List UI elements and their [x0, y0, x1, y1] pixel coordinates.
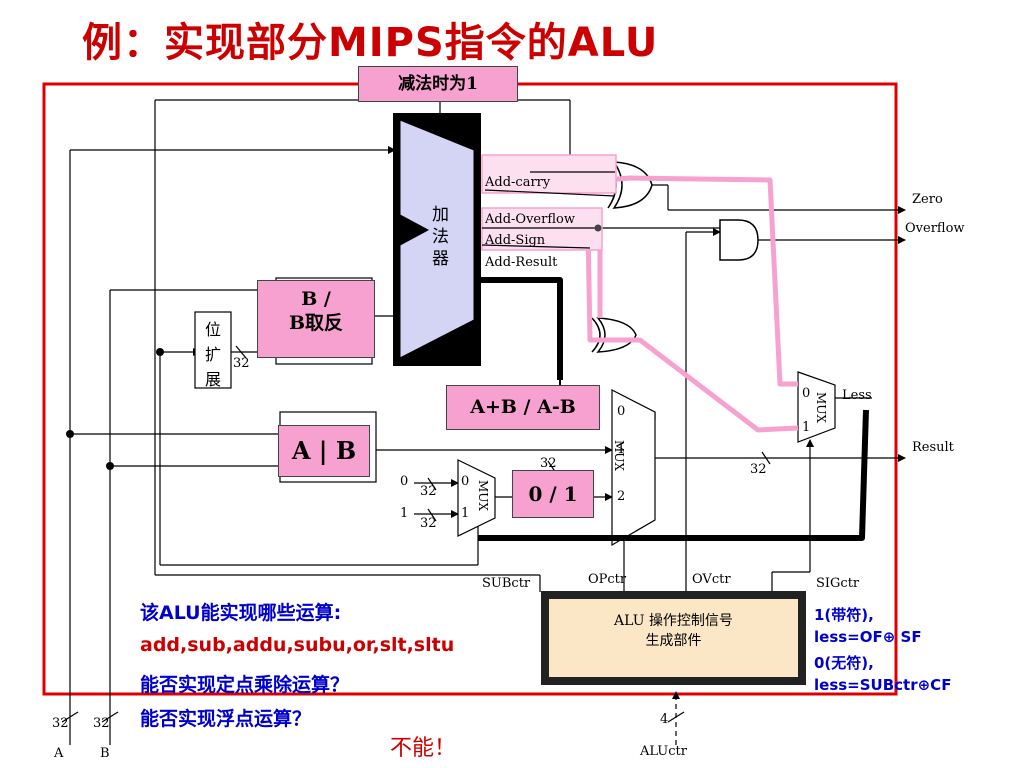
extender-label-1: 位 [205, 320, 222, 339]
b-invert-line2: B取反 [288, 312, 344, 334]
bus-width-b: 32 [93, 716, 110, 731]
result-output-label: Result [912, 440, 954, 455]
add-sign-label: Add-Sign [485, 233, 546, 248]
main-mux-in2: 2 [617, 489, 626, 504]
subctr-label: SUBctr [482, 576, 531, 591]
adder-label-2: 法 [432, 227, 449, 247]
bus-width-a: 32 [52, 716, 69, 731]
input-b-label: B [100, 746, 110, 761]
adder-label-1: 加 [432, 205, 449, 225]
junction-dots [66, 348, 164, 470]
less-mux-in0: 0 [802, 386, 811, 401]
add-overflow-label: Add-Overflow [485, 212, 575, 227]
bus-width-mux2: 32 [540, 456, 557, 471]
bus-width-const1: 32 [420, 516, 437, 531]
ovctr-label: OVctr [692, 572, 731, 587]
opctr-label: OPctr [588, 572, 627, 587]
extender-label-3: 展 [205, 370, 222, 389]
small-mux-in0: 0 [461, 474, 470, 489]
const-one: 1 [400, 506, 409, 521]
adder-output-highlights [481, 154, 617, 251]
question-ops-list: add,sub,addu,subu,or,slt,sltu [140, 634, 455, 656]
main-mux-in1: 1 [617, 442, 626, 457]
sum-diff-callout: A+B / A-B [446, 385, 600, 430]
less-note-line2: less=OF⊕ SF [814, 628, 922, 646]
input-a-label: A [54, 746, 64, 761]
adder-block [393, 113, 481, 366]
b-invert-callout: B / B取反 [257, 280, 375, 358]
question-ops-heading: 该ALU能实现哪些运算: [140, 602, 342, 624]
or-callout: A | B [278, 425, 370, 477]
sigctr-label: SIGctr [816, 576, 860, 591]
overflow-junction [594, 224, 602, 232]
main-mux-in0: 0 [617, 404, 626, 419]
zero-one-callout: 0 / 1 [512, 470, 594, 518]
question-float: 能否实现浮点运算？ [140, 708, 312, 730]
subtract-carry-callout: 减法时为1 [358, 66, 518, 102]
xor-gate-lower [591, 317, 637, 353]
less-mux-label: MUX [814, 392, 828, 423]
add-carry-label: Add-carry [485, 175, 551, 190]
less-note-line4: less=SUBctr⊕CF [814, 676, 952, 694]
control-unit-line2: 生成部件 [645, 633, 702, 649]
add-result-label: Add-Result [485, 255, 558, 270]
bus-width-const0: 32 [420, 484, 437, 499]
bus-width-ext: 32 [233, 356, 250, 371]
zero-output-label: Zero [912, 192, 943, 207]
thick-paths [478, 277, 869, 541]
overflow-output-label: Overflow [905, 221, 965, 236]
control-unit-line1: ALU 操作控制信号 [614, 613, 733, 629]
extender-label-2: 扩 [205, 345, 222, 364]
main-mux-label: MUX [612, 440, 626, 471]
less-note-line1: 1(带符), [814, 606, 874, 624]
b-invert-line1: B / [301, 288, 331, 310]
main-mux-shape [611, 389, 656, 547]
small-mux-in1: 1 [461, 506, 470, 521]
less-mux-in1: 1 [802, 420, 811, 435]
adder-label-3: 器 [432, 249, 449, 269]
question-muldiv: 能否实现定点乘除运算？ [140, 674, 350, 696]
less-mux-shape [797, 371, 836, 443]
ctrl-width: 4 [660, 712, 669, 727]
answer-no: 不能！ [390, 736, 457, 761]
small-mux-shape [457, 459, 496, 537]
page-title: 例：实现部分MIPS指令的ALU [82, 20, 659, 66]
alu-control-unit: ALU 操作控制信号 生成部件 [541, 591, 806, 685]
and-gate [719, 219, 759, 261]
const-zero: 0 [400, 474, 409, 489]
less-note-line3: 0(无符), [814, 654, 874, 672]
small-mux-label: MUX [476, 480, 490, 511]
aluctr-label: ALUctr [640, 744, 687, 759]
bit-extender-box [194, 311, 232, 389]
adder-cin-label: Cin [458, 124, 481, 139]
input-wires [61, 99, 906, 745]
bus-width-result: 32 [750, 462, 767, 477]
less-output-label: Less [842, 388, 872, 403]
